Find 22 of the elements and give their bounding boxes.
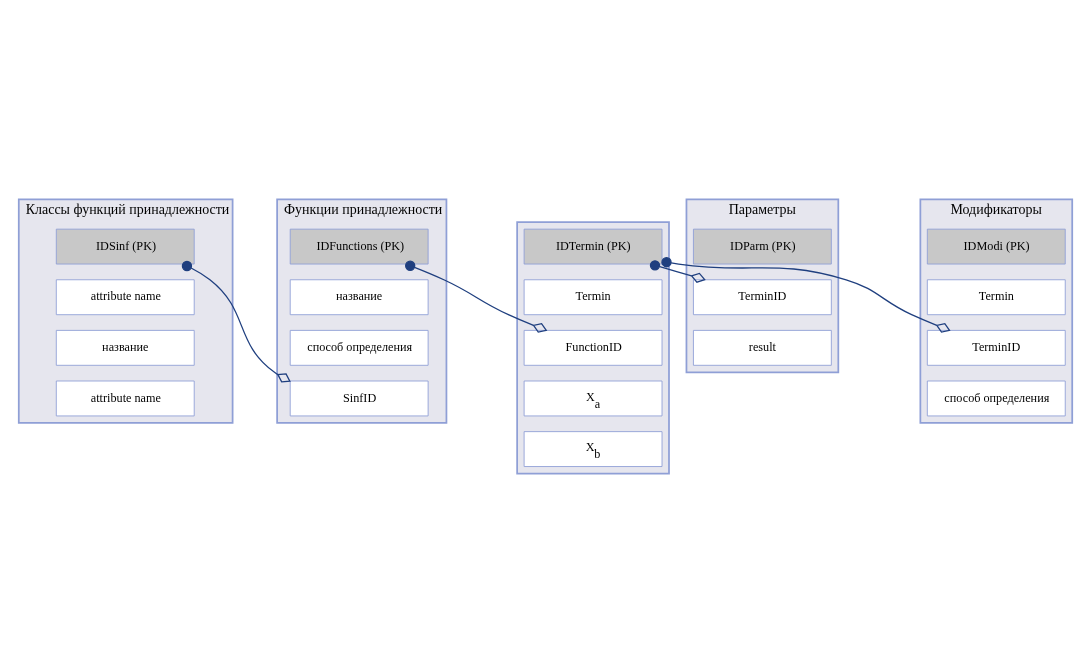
node-box: SinfID	[289, 380, 429, 416]
connector	[649, 259, 706, 283]
node-box: IDFunctions (PK)	[289, 228, 429, 264]
node-box: название	[289, 278, 429, 315]
node-box: attribute name	[55, 278, 195, 315]
node-box: способ определения	[926, 380, 1066, 416]
node-box: FunctionID	[523, 329, 663, 366]
node-box: result	[693, 329, 832, 366]
node-box: IDTermin (PK)	[523, 228, 663, 264]
node-box: IDParm (PK)	[693, 228, 832, 264]
node-box: название	[55, 329, 195, 366]
node-box: способ определения	[289, 329, 429, 366]
connector	[181, 260, 291, 383]
node-box: attribute name	[55, 380, 195, 416]
node-box: TerminID	[926, 329, 1066, 366]
connector	[661, 256, 951, 333]
node-box: Termin	[523, 278, 663, 315]
node-box: Termin	[926, 278, 1066, 315]
node-box: TerminID	[693, 278, 832, 315]
connector	[405, 260, 548, 333]
node-box: IDModi (PK)	[926, 228, 1066, 264]
node-box: IDSinf (PK)	[55, 228, 195, 264]
